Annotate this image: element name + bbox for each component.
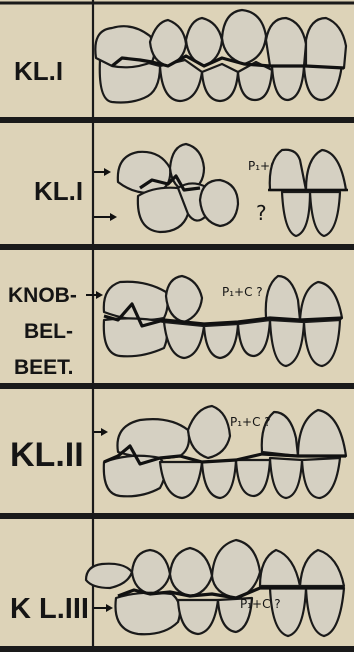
lower-tooth-icon <box>202 64 238 101</box>
row-3-question-label: P₁+C ? <box>222 285 263 299</box>
lower-tooth-icon <box>238 320 270 356</box>
upper-tooth-icon <box>266 18 306 66</box>
row-5-label: K L.III <box>10 593 89 625</box>
row-2: KL.I P₁+C ? ? <box>34 144 348 236</box>
upper-tooth-icon <box>188 406 230 458</box>
upper-tooth-icon <box>117 419 189 458</box>
lower-tooth-icon <box>304 64 342 100</box>
upper-tooth-icon <box>300 282 342 320</box>
lower-tooth-icon <box>304 320 340 366</box>
upper-tooth-icon <box>270 150 306 190</box>
lower-tooth-icon <box>306 588 344 636</box>
lower-tooth-icon <box>310 192 340 236</box>
upper-tooth-icon <box>306 150 346 190</box>
row-2-posterior-teeth <box>118 144 238 232</box>
arrow-right-icon <box>94 428 108 436</box>
row-3-label-line-3: BEET. <box>14 356 74 379</box>
row-3-label-line-1: KNOB- <box>8 284 77 307</box>
row-1-label: KL.I <box>14 56 63 86</box>
row-5-question-label: P₁+C ? <box>240 597 281 611</box>
lower-tooth-icon <box>238 62 272 100</box>
lower-tooth-icon <box>104 456 165 497</box>
lower-tooth-icon <box>282 192 310 236</box>
upper-tooth-icon <box>260 550 300 586</box>
row-2-question-label-2: ? <box>256 201 267 225</box>
lower-tooth-icon <box>115 593 180 635</box>
row-5-teeth <box>86 540 344 636</box>
lower-tooth-icon <box>270 588 306 636</box>
upper-tooth-icon <box>132 550 170 594</box>
row-5: K L.III P₁+C ? <box>10 540 344 636</box>
arrow-right-icon <box>94 604 113 612</box>
lower-tooth-icon <box>202 460 236 498</box>
lower-tooth-icon <box>204 324 238 358</box>
row-3-label-line-2: BEL- <box>24 320 73 343</box>
row-2-label: KL.I <box>34 176 83 206</box>
row-2-anterior-teeth <box>268 150 348 236</box>
row-1: KL.I <box>14 10 346 103</box>
arrow-right-icon <box>94 168 111 176</box>
row-4-teeth <box>104 406 346 498</box>
lower-tooth-icon <box>272 66 304 100</box>
row-4: KL.II P₁+C ? <box>10 406 346 498</box>
upper-tooth-icon <box>300 550 344 586</box>
lower-tooth-icon <box>178 600 218 634</box>
lower-tooth-icon <box>302 458 340 498</box>
upper-tooth-icon <box>86 564 132 588</box>
upper-tooth-icon <box>266 276 300 320</box>
upper-tooth-icon <box>222 10 266 64</box>
row-3: KNOB- BEL- BEET. P₁+C ? <box>8 276 342 379</box>
lower-tooth-icon <box>270 458 302 498</box>
row-4-label: KL.II <box>10 436 84 474</box>
lower-tooth-icon <box>236 460 270 496</box>
lower-tooth-icon <box>160 462 202 498</box>
upper-tooth-icon <box>306 18 346 68</box>
upper-tooth-icon <box>166 276 202 322</box>
upper-tooth-icon <box>298 410 346 456</box>
upper-tooth-icon <box>170 548 212 596</box>
lower-tooth-icon <box>164 322 204 358</box>
lower-tooth-icon <box>200 180 238 226</box>
row-4-question-label: P₁+C ? <box>230 415 271 429</box>
arrow-right-icon <box>86 291 103 299</box>
lower-tooth-icon <box>270 320 304 366</box>
arrow-right-icon <box>94 213 117 221</box>
lower-tooth-icon <box>104 318 167 356</box>
